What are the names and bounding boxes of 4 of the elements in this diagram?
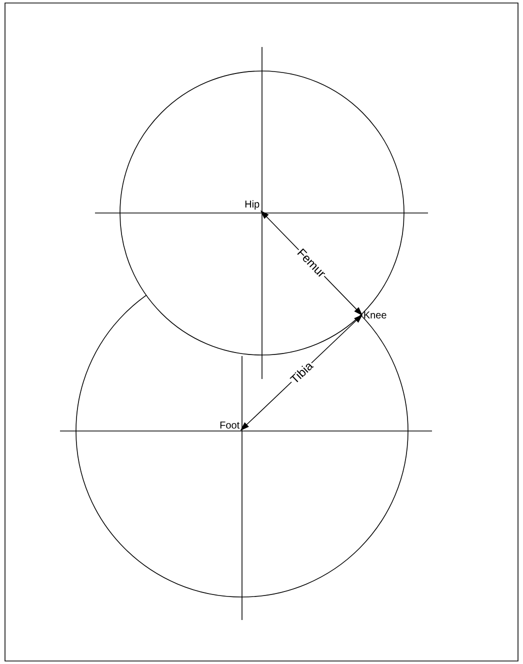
joint-label: Foot (220, 422, 240, 429)
edge-label: Tibia (288, 359, 316, 386)
joint-label: Hip (245, 200, 260, 210)
joint-label: Knee (364, 312, 386, 318)
